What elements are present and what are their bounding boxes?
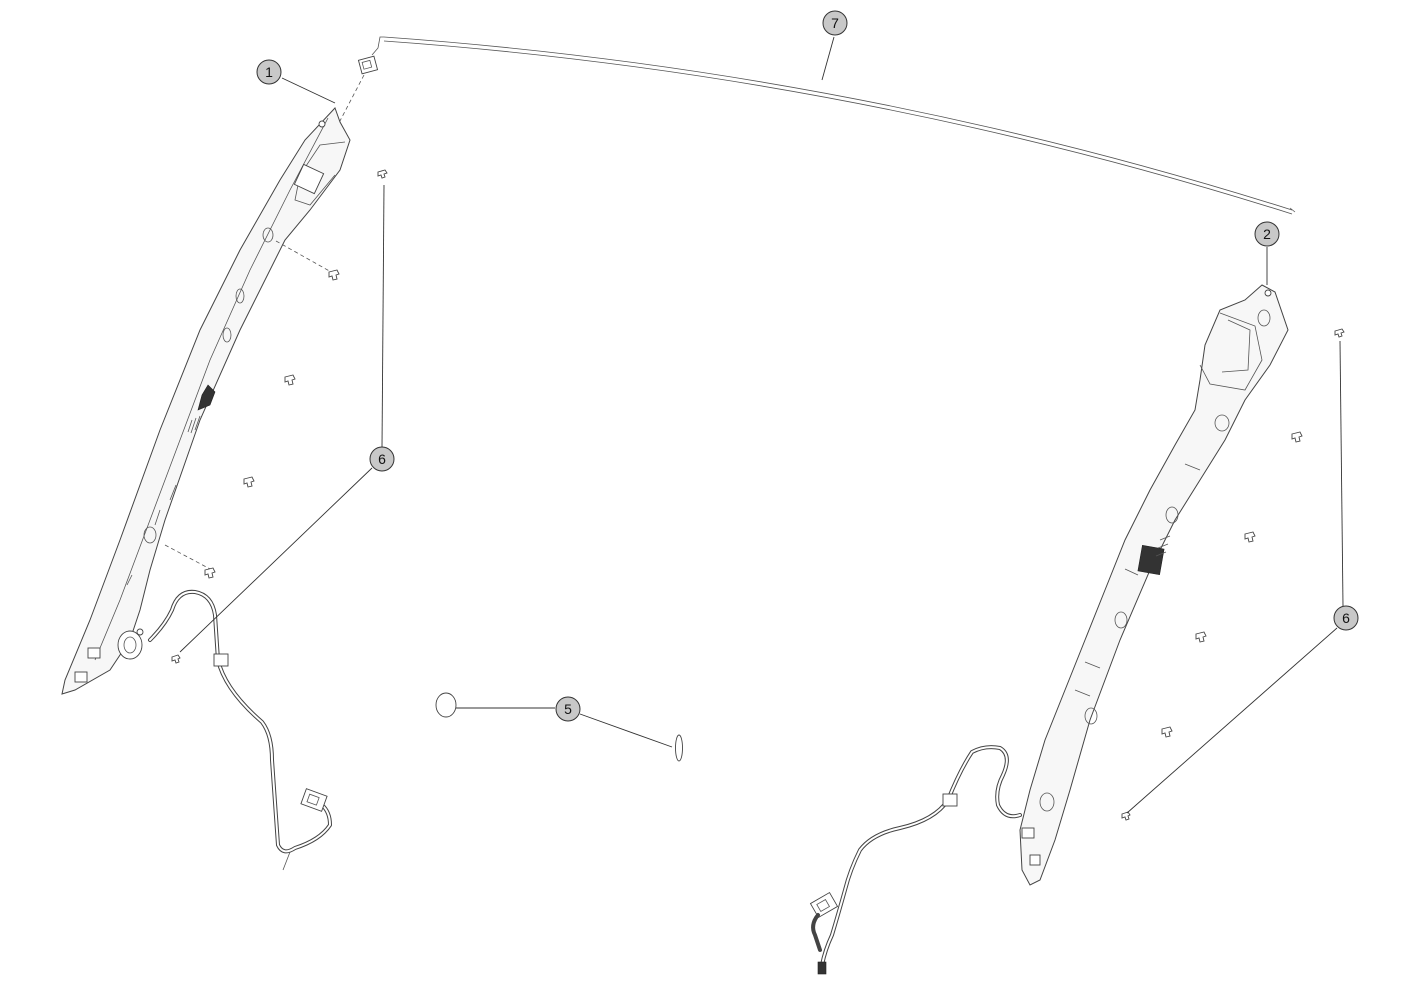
callout-6-left-label: 6 bbox=[378, 451, 386, 467]
part-7-roof-strip bbox=[371, 36, 1296, 215]
callout-5: 5 bbox=[555, 696, 581, 722]
right-cable-harness bbox=[809, 745, 1022, 975]
callout-7-label: 7 bbox=[831, 15, 839, 31]
callout-5-label: 5 bbox=[564, 701, 572, 717]
connector-top-left bbox=[357, 55, 379, 75]
callout-7: 7 bbox=[822, 10, 848, 36]
part-2-right-pillar-trim bbox=[1019, 284, 1289, 886]
callout-1-label: 1 bbox=[265, 64, 273, 80]
callout-2-label: 2 bbox=[1263, 226, 1271, 242]
part-1-left-pillar-trim bbox=[61, 107, 351, 695]
dashed-guide-top bbox=[329, 74, 365, 141]
leader-lines bbox=[179, 36, 1344, 814]
part-5-caps bbox=[435, 692, 683, 762]
callout-2: 2 bbox=[1254, 221, 1280, 247]
part-6-clips-left bbox=[171, 169, 388, 664]
dashed-guide-left-2 bbox=[164, 544, 213, 571]
part-6-clips-right bbox=[1121, 328, 1345, 821]
callout-6-left: 6 bbox=[369, 446, 395, 472]
left-cable-harness bbox=[148, 589, 332, 871]
callout-1: 1 bbox=[256, 59, 282, 85]
dashed-guide-left-1 bbox=[275, 240, 334, 274]
callout-6-right-label: 6 bbox=[1342, 610, 1350, 626]
callout-6-right: 6 bbox=[1333, 605, 1359, 631]
